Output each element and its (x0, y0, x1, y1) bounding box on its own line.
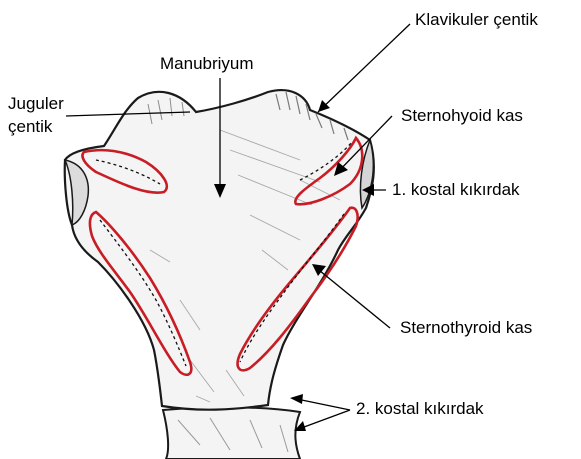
kostal-kikirdak-1-label: 1. kostal kıkırdak (392, 180, 520, 200)
klavikuler-pointer-line (318, 24, 410, 112)
juguler-centik-label-line1: Juguler (8, 92, 64, 115)
sternothyroid-pointer-line (314, 266, 390, 328)
kostal-kikirdak-2-label: 2. kostal kıkırdak (356, 399, 484, 419)
manubriyum-label: Manubriyum (160, 54, 254, 74)
juguler-centik-label-line2: çentik (8, 115, 64, 138)
sternohyoid-kas-label: Sternohyoid kas (401, 106, 523, 126)
klavikuler-centik-label: Klavikuler çentik (415, 10, 538, 30)
manubrium-bone (65, 90, 374, 410)
juguler-centik-label: Juguler çentik (8, 92, 64, 138)
sternal-body-segment (163, 407, 300, 459)
kostal2-arrowhead-upper (290, 394, 303, 404)
sternothyroid-kas-label: Sternothyroid kas (400, 318, 532, 338)
